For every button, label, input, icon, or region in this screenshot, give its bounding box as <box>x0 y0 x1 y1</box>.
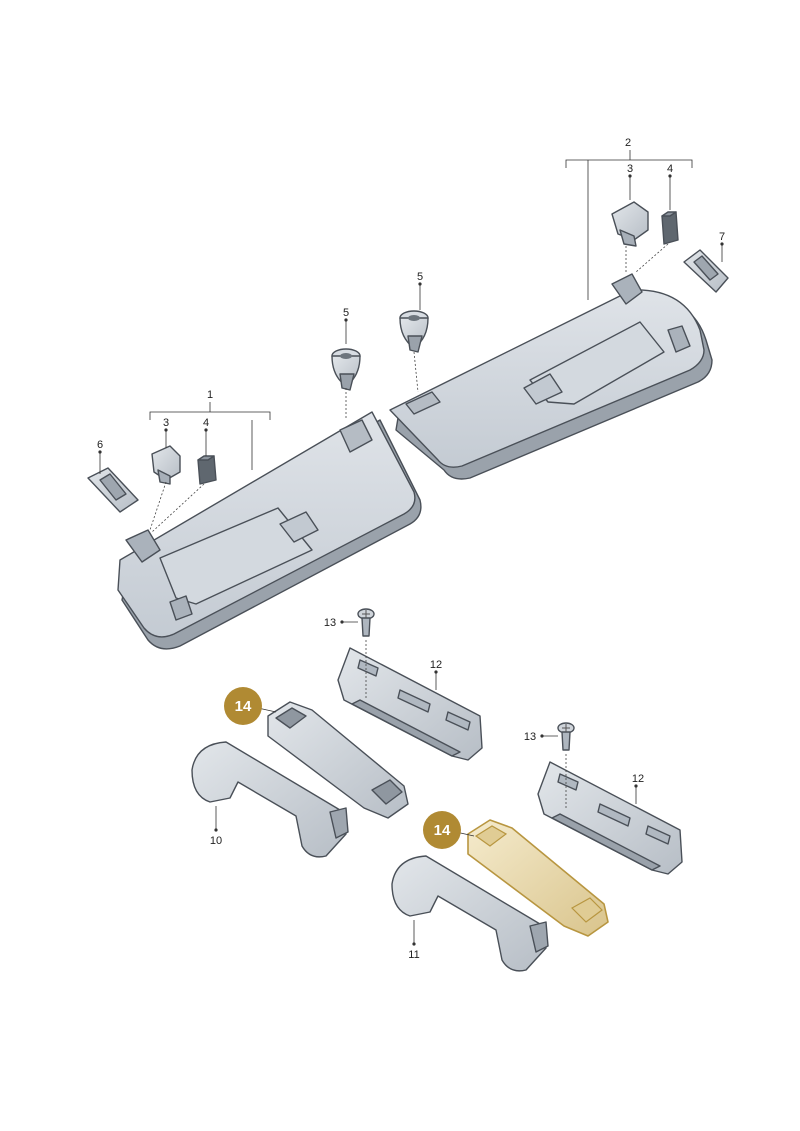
bracket-lower <box>537 761 683 875</box>
callout-2: 2 <box>625 137 631 149</box>
cap-left <box>197 455 217 485</box>
visor-holder-right <box>399 310 429 353</box>
callout-1: 1 <box>207 389 213 401</box>
callout-12-upper: 12 <box>430 659 442 671</box>
callout-13-upper: 13 <box>324 617 336 629</box>
screw-lower <box>557 722 575 751</box>
cover-plate-left <box>87 467 139 513</box>
callout-6: 6 <box>97 439 103 451</box>
callout-13-lower: 13 <box>524 731 536 743</box>
callout-11: 11 <box>408 949 419 961</box>
callout-14-lower: 14 <box>434 822 451 839</box>
cover-plate-right <box>683 249 729 293</box>
sun-visor-right <box>389 273 713 480</box>
callout-5-right: 5 <box>417 271 423 283</box>
callout-5-left: 5 <box>343 307 349 319</box>
leader-lines <box>98 150 724 946</box>
callout-12-lower: 12 <box>632 773 644 785</box>
callout-4-right: 4 <box>667 163 673 175</box>
grab-handle-upper <box>191 741 349 858</box>
cover-lower-highlighted <box>467 819 609 937</box>
mirror-clip-left <box>151 445 181 485</box>
visor-holder-left <box>331 348 361 391</box>
callout-4-left: 4 <box>203 417 209 429</box>
grab-handle-lower <box>391 855 549 972</box>
callout-3-right: 3 <box>627 163 633 175</box>
mirror-clip-right <box>611 201 649 247</box>
sun-visor-left <box>117 411 422 650</box>
callout-10: 10 <box>210 835 222 847</box>
callout-7: 7 <box>719 231 725 243</box>
screw-upper <box>357 608 375 637</box>
callout-14-upper: 14 <box>235 698 252 715</box>
cap-right <box>661 211 679 245</box>
bracket-upper <box>337 647 483 761</box>
callout-badge-14-lower: 14 <box>423 811 461 849</box>
callout-badge-14-upper: 14 <box>224 687 262 725</box>
cover-upper <box>267 701 409 819</box>
callout-3-left: 3 <box>163 417 169 429</box>
